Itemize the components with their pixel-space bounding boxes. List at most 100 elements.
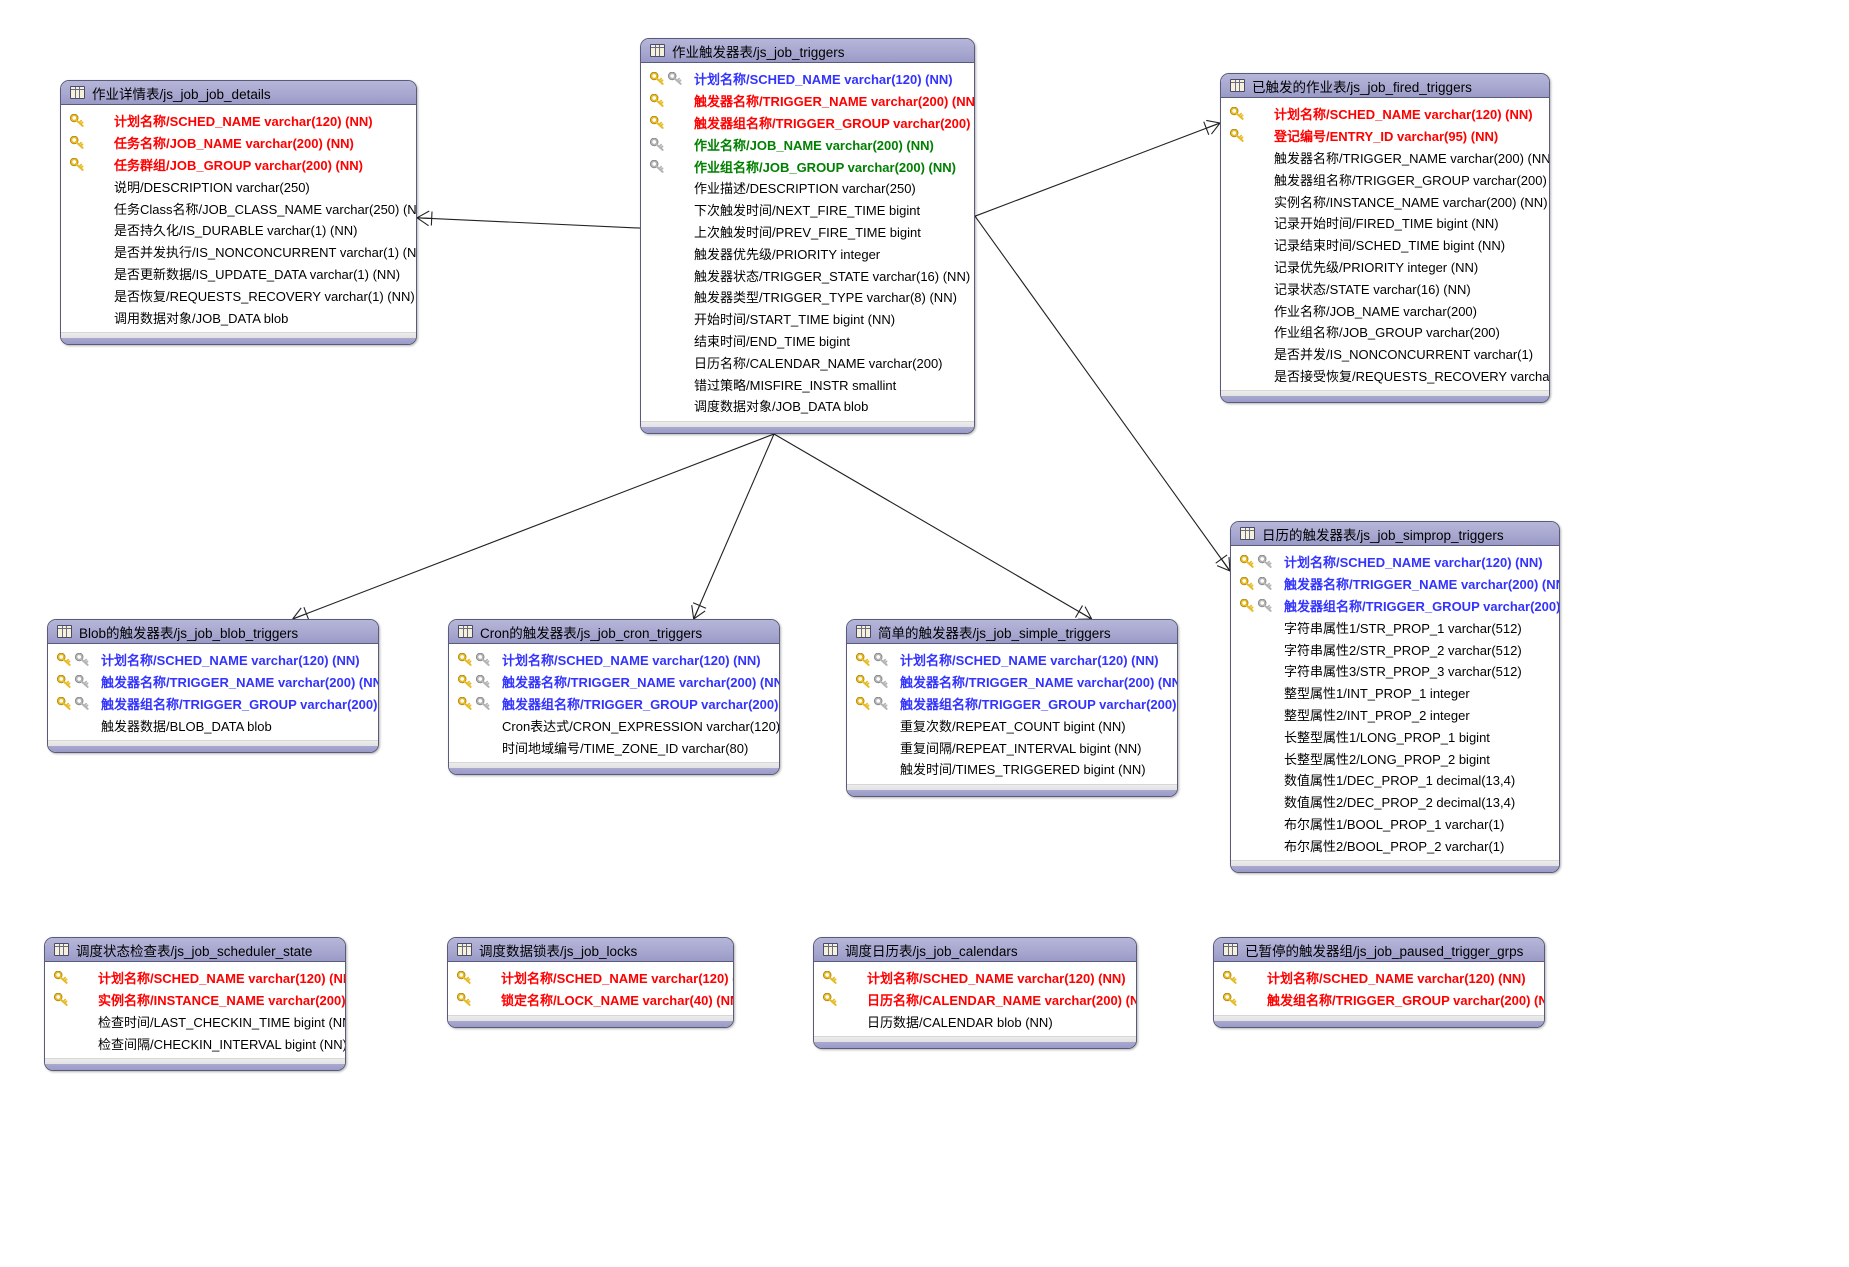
column-row[interactable]: 作业组名称/JOB_GROUP varchar(200) [1221,321,1549,343]
column-row[interactable]: 日历数据/CALENDAR blob (NN) [814,1011,1136,1033]
column-row[interactable]: 记录结束时间/SCHED_TIME bigint (NN) [1221,234,1549,256]
entity-header-cron_triggers[interactable]: Cron的触发器表/js_job_cron_triggers [449,620,779,644]
column-row[interactable]: 触发器名称/TRIGGER_NAME varchar(200) (NN) [1231,573,1559,595]
column-row[interactable]: 计划名称/SCHED_NAME varchar(120) (NN) [847,649,1177,671]
column-row[interactable]: 触发器组名称/TRIGGER_GROUP varchar(200) (NN) [449,693,779,715]
column-row[interactable]: 计划名称/SCHED_NAME varchar(120) (NN) [449,649,779,671]
column-row[interactable]: 任务Class名称/JOB_CLASS_NAME varchar(250) (N… [61,197,416,219]
column-row[interactable]: 计划名称/SCHED_NAME varchar(120) (NN) [61,110,416,132]
column-row[interactable]: 是否并发执行/IS_NONCONCURRENT varchar(1) (NN) [61,241,416,263]
column-row[interactable]: 开始时间/START_TIME bigint (NN) [641,308,974,330]
entity-header-paused_trigger_grps[interactable]: 已暂停的触发器组/js_job_paused_trigger_grps [1214,938,1544,962]
column-row[interactable]: 触发器组名称/TRIGGER_GROUP varchar(200) (NN) [48,693,378,715]
column-row[interactable]: 说明/DESCRIPTION varchar(250) [61,175,416,197]
column-row[interactable]: 计划名称/SCHED_NAME varchar(120) (NN) [1221,103,1549,125]
column-row[interactable]: 下次触发时间/NEXT_FIRE_TIME bigint [641,199,974,221]
column-row[interactable]: 作业组名称/JOB_GROUP varchar(200) (NN) [641,155,974,177]
column-row[interactable]: 数值属性2/DEC_PROP_2 decimal(13,4) [1231,791,1559,813]
column-row[interactable]: 任务群组/JOB_GROUP varchar(200) (NN) [61,154,416,176]
column-row[interactable]: 触发器名称/TRIGGER_NAME varchar(200) (NN) [641,90,974,112]
column-row[interactable]: 锁定名称/LOCK_NAME varchar(40) (NN) [448,989,733,1011]
column-row[interactable]: 触发器优先级/PRIORITY integer [641,242,974,264]
column-row[interactable]: 数值属性1/DEC_PROP_1 decimal(13,4) [1231,769,1559,791]
entity-header-locks[interactable]: 调度数据锁表/js_job_locks [448,938,733,962]
column-row[interactable]: 重复间隔/REPEAT_INTERVAL bigint (NN) [847,736,1177,758]
column-row[interactable]: 触发器名称/TRIGGER_NAME varchar(200) (NN) [847,671,1177,693]
column-row[interactable]: 计划名称/SCHED_NAME varchar(120) (NN) [48,649,378,671]
column-row[interactable]: 触发器名称/TRIGGER_NAME varchar(200) (NN) [48,671,378,693]
column-row[interactable]: 字符串属性3/STR_PROP_3 varchar(512) [1231,660,1559,682]
entity-header-simprop_triggers[interactable]: 日历的触发器表/js_job_simprop_triggers [1231,522,1559,546]
column-row[interactable]: 是否并发/IS_NONCONCURRENT varchar(1) [1221,343,1549,365]
column-row[interactable]: 登记编号/ENTRY_ID varchar(95) (NN) [1221,125,1549,147]
column-row[interactable]: 触发器数据/BLOB_DATA blob [48,714,378,736]
column-row[interactable]: 是否持久化/IS_DURABLE varchar(1) (NN) [61,219,416,241]
column-row[interactable]: 检查间隔/CHECKIN_INTERVAL bigint (NN) [45,1032,345,1054]
entity-header-calendars[interactable]: 调度日历表/js_job_calendars [814,938,1136,962]
column-row[interactable]: 布尔属性2/BOOL_PROP_2 varchar(1) [1231,834,1559,856]
column-row[interactable]: 计划名称/SCHED_NAME varchar(120) (NN) [1214,967,1544,989]
column-row[interactable]: 是否接受恢复/REQUESTS_RECOVERY varchar(1) [1221,365,1549,387]
column-row[interactable]: 调用数据对象/JOB_DATA blob [61,306,416,328]
column-row[interactable]: 计划名称/SCHED_NAME varchar(120) (NN) [448,967,733,989]
column-row[interactable]: 实例名称/INSTANCE_NAME varchar(200) (NN) [45,989,345,1011]
column-row[interactable]: 作业描述/DESCRIPTION varchar(250) [641,177,974,199]
entity-header-job_triggers[interactable]: 作业触发器表/js_job_triggers [641,39,974,63]
column-row[interactable]: 是否更新数据/IS_UPDATE_DATA varchar(1) (NN) [61,263,416,285]
column-row[interactable]: 触发时间/TIMES_TRIGGERED bigint (NN) [847,758,1177,780]
column-row[interactable]: 整型属性2/INT_PROP_2 integer [1231,704,1559,726]
column-row[interactable]: 触发器组名称/TRIGGER_GROUP varchar(200) (NN) [1231,595,1559,617]
entity-fired_triggers[interactable]: 已触发的作业表/js_job_fired_triggers 计划名称/SCHED_… [1220,73,1550,404]
entity-cron_triggers[interactable]: Cron的触发器表/js_job_cron_triggers 计划名称/SCHED… [448,619,780,775]
entity-header-blob_triggers[interactable]: Blob的触发器表/js_job_blob_triggers [48,620,378,644]
column-row[interactable]: 布尔属性1/BOOL_PROP_1 varchar(1) [1231,813,1559,835]
entity-blob_triggers[interactable]: Blob的触发器表/js_job_blob_triggers 计划名称/SCHED… [47,619,379,754]
column-row[interactable]: 触发器组名称/TRIGGER_GROUP varchar(200) (NN) [641,112,974,134]
entity-scheduler_state[interactable]: 调度状态检查表/js_job_scheduler_state 计划名称/SCHED… [44,937,346,1072]
column-row[interactable]: 触发器名称/TRIGGER_NAME varchar(200) (NN) [1221,147,1549,169]
entity-locks[interactable]: 调度数据锁表/js_job_locks 计划名称/SCHED_NAME varch… [447,937,734,1028]
column-row[interactable]: 是否恢复/REQUESTS_RECOVERY varchar(1) (NN) [61,284,416,306]
column-row[interactable]: 重复次数/REPEAT_COUNT bigint (NN) [847,714,1177,736]
entity-job_details[interactable]: 作业详情表/js_job_job_details 计划名称/SCHED_NAME … [60,80,417,345]
column-row[interactable]: 触发组名称/TRIGGER_GROUP varchar(200) (NN) [1214,989,1544,1011]
column-row[interactable]: 作业名称/JOB_NAME varchar(200) (NN) [641,133,974,155]
column-row[interactable]: 日历名称/CALENDAR_NAME varchar(200) [641,351,974,373]
column-row[interactable]: 计划名称/SCHED_NAME varchar(120) (NN) [814,967,1136,989]
column-row[interactable]: 作业名称/JOB_NAME varchar(200) [1221,299,1549,321]
column-row[interactable]: 触发器组名称/TRIGGER_GROUP varchar(200) (NN) [847,693,1177,715]
column-row[interactable]: 检查时间/LAST_CHECKIN_TIME bigint (NN) [45,1011,345,1033]
column-row[interactable]: 错过策略/MISFIRE_INSTR smallint [641,373,974,395]
column-row[interactable]: 字符串属性2/STR_PROP_2 varchar(512) [1231,638,1559,660]
column-row[interactable]: 记录状态/STATE varchar(16) (NN) [1221,277,1549,299]
column-row[interactable]: 触发器类型/TRIGGER_TYPE varchar(8) (NN) [641,286,974,308]
column-row[interactable]: 调度数据对象/JOB_DATA blob [641,395,974,417]
column-row[interactable]: 结束时间/END_TIME bigint [641,330,974,352]
entity-job_triggers[interactable]: 作业触发器表/js_job_triggers 计划名称/SCHED_NAME va… [640,38,975,434]
entity-header-simple_triggers[interactable]: 简单的触发器表/js_job_simple_triggers [847,620,1177,644]
column-row[interactable]: 触发器组名称/TRIGGER_GROUP varchar(200) (NN) [1221,168,1549,190]
column-row[interactable]: 触发器状态/TRIGGER_STATE varchar(16) (NN) [641,264,974,286]
entity-simple_triggers[interactable]: 简单的触发器表/js_job_simple_triggers 计划名称/SCHED… [846,619,1178,797]
entity-simprop_triggers[interactable]: 日历的触发器表/js_job_simprop_triggers 计划名称/SCHE… [1230,521,1560,874]
column-row[interactable]: Cron表达式/CRON_EXPRESSION varchar(120) (NN… [449,714,779,736]
column-row[interactable]: 任务名称/JOB_NAME varchar(200) (NN) [61,132,416,154]
column-row[interactable]: 记录优先级/PRIORITY integer (NN) [1221,256,1549,278]
column-row[interactable]: 记录开始时间/FIRED_TIME bigint (NN) [1221,212,1549,234]
column-row[interactable]: 整型属性1/INT_PROP_1 integer [1231,682,1559,704]
entity-header-scheduler_state[interactable]: 调度状态检查表/js_job_scheduler_state [45,938,345,962]
column-row[interactable]: 计划名称/SCHED_NAME varchar(120) (NN) [641,68,974,90]
column-row[interactable]: 日历名称/CALENDAR_NAME varchar(200) (NN) [814,989,1136,1011]
column-row[interactable]: 长整型属性1/LONG_PROP_1 bigint [1231,725,1559,747]
entity-paused_trigger_grps[interactable]: 已暂停的触发器组/js_job_paused_trigger_grps 计划名称/… [1213,937,1545,1028]
column-row[interactable]: 字符串属性1/STR_PROP_1 varchar(512) [1231,616,1559,638]
column-row[interactable]: 长整型属性2/LONG_PROP_2 bigint [1231,747,1559,769]
column-row[interactable]: 时间地域编号/TIME_ZONE_ID varchar(80) [449,736,779,758]
column-row[interactable]: 上次触发时间/PREV_FIRE_TIME bigint [641,221,974,243]
column-row[interactable]: 计划名称/SCHED_NAME varchar(120) (NN) [45,967,345,989]
column-row[interactable]: 实例名称/INSTANCE_NAME varchar(200) (NN) [1221,190,1549,212]
entity-header-job_details[interactable]: 作业详情表/js_job_job_details [61,81,416,105]
column-row[interactable]: 计划名称/SCHED_NAME varchar(120) (NN) [1231,551,1559,573]
entity-header-fired_triggers[interactable]: 已触发的作业表/js_job_fired_triggers [1221,74,1549,98]
column-row[interactable]: 触发器名称/TRIGGER_NAME varchar(200) (NN) [449,671,779,693]
